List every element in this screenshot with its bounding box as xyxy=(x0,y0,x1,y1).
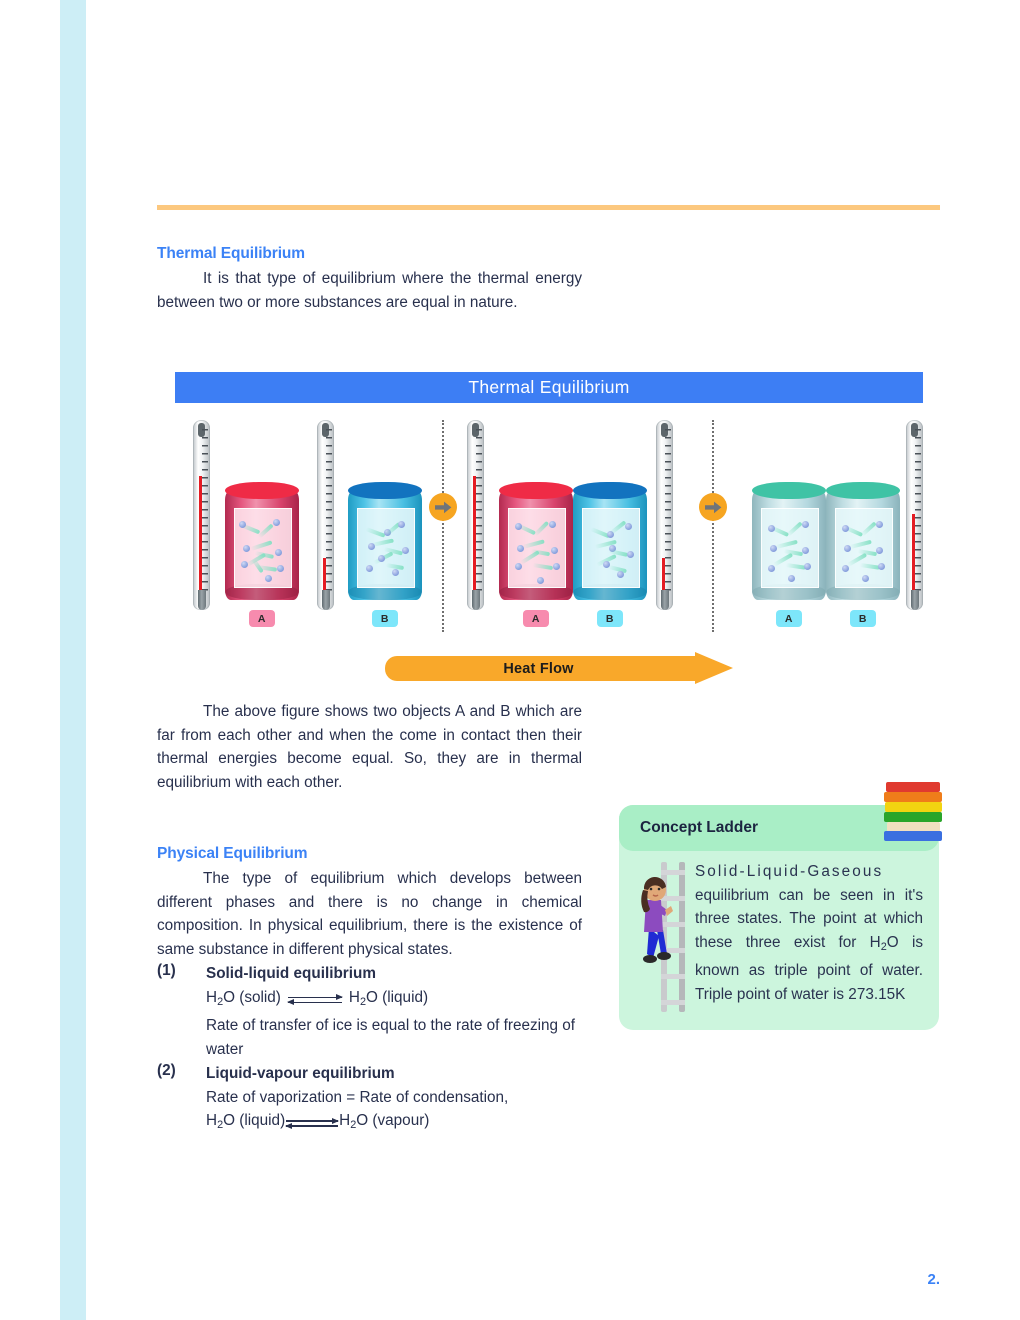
list-item: (1) Solid-liquid equilibrium H2O (solid)… xyxy=(157,962,582,1061)
top-horizontal-rule xyxy=(157,205,940,210)
item-title-1: Solid-liquid equilibrium xyxy=(206,965,376,982)
list-item: (2) Liquid-vapour equilibrium Rate of va… xyxy=(157,1062,582,1138)
container-a-panel1 xyxy=(225,482,299,600)
thermometer-panel3 xyxy=(906,420,923,610)
left-text-column: Thermal Equilibrium It is that type of e… xyxy=(157,245,582,314)
panel-divider-1 xyxy=(442,420,444,632)
heat-flow-arrowhead xyxy=(695,652,733,684)
equation-right-species: H2O (vapour) xyxy=(339,1112,430,1132)
concept-ladder-subscript: 2 xyxy=(880,940,887,953)
post-figure-paragraph: The above figure shows two objects A and… xyxy=(157,703,582,791)
item-number-1: (1) xyxy=(157,962,176,979)
panel-divider-2 xyxy=(712,420,714,632)
item-note-2: Rate of vaporization = Rate of condensat… xyxy=(206,1088,509,1106)
container-tag-a-panel2: A xyxy=(523,610,549,627)
right-arrow-icon xyxy=(704,501,721,513)
physical-equilibrium-heading: Physical Equilibrium xyxy=(157,845,308,862)
right-arrow-icon xyxy=(434,501,451,513)
container-tag-a-panel3: A xyxy=(776,610,802,627)
figure-stage: A xyxy=(175,420,923,645)
container-a-panel2 xyxy=(499,482,573,600)
person-climbing-ladder-icon xyxy=(633,862,691,1012)
concept-ladder-lead: Solid-Liquid-Gaseous xyxy=(695,863,884,880)
heat-flow-label: Heat Flow xyxy=(503,660,574,677)
equation-right-species: H2O (liquid) xyxy=(348,988,429,1008)
left-edge-stripe xyxy=(60,0,86,1320)
equation-left-species: H2O (liquid) xyxy=(206,1112,286,1132)
item-note-1: Rate of transfer of ice is equal to the … xyxy=(206,1017,576,1058)
thermometer-b-panel1 xyxy=(317,420,334,610)
item-number-2: (2) xyxy=(157,1062,176,1080)
concept-ladder-box: Concept Ladder xyxy=(619,782,942,1030)
heat-flow-arrow: Heat Flow xyxy=(385,652,733,685)
item-title-2: Liquid-vapour equilibrium xyxy=(206,1065,395,1083)
container-tag-b-panel3: B xyxy=(850,610,876,627)
post-figure-text-block: The above figure shows two objects A and… xyxy=(157,700,582,794)
container-a-panel3 xyxy=(752,482,826,600)
container-tag-b-panel2: B xyxy=(597,610,623,627)
thermometer-b-panel2 xyxy=(656,420,673,610)
reversible-arrow-icon xyxy=(285,1116,340,1130)
physical-equilibrium-block: Physical Equilibrium The type of equilib… xyxy=(157,845,582,1138)
figure-banner: Thermal Equilibrium xyxy=(175,372,923,403)
physical-equilibrium-paragraph: The type of equilibrium which develops b… xyxy=(157,870,582,958)
thermometer-a-panel2 xyxy=(467,420,484,610)
equation-liquid-vapour: H2O (liquid) H2O (vapour) xyxy=(206,1109,582,1138)
thermal-equilibrium-paragraph: It is that type of equilibrium where the… xyxy=(157,270,582,311)
equation-solid-liquid: H2O (solid) H2O (liquid) xyxy=(206,986,582,1015)
thermal-equilibrium-heading: Thermal Equilibrium xyxy=(157,245,305,262)
thermal-equilibrium-figure: Thermal Equilibrium xyxy=(175,372,923,687)
books-stack-icon xyxy=(884,782,946,842)
concept-ladder-tail: O is known as triple point of water. Tri… xyxy=(695,933,923,1003)
container-b-panel2 xyxy=(573,482,647,600)
page-number: 2. xyxy=(927,1271,940,1288)
figure-banner-title: Thermal Equilibrium xyxy=(468,377,630,397)
equation-left-species: H2O (solid) xyxy=(206,988,281,1008)
container-tag-a-panel1: A xyxy=(249,610,275,627)
container-b-panel3 xyxy=(826,482,900,600)
thermometer-a-panel1 xyxy=(193,420,210,610)
container-b-panel1 xyxy=(348,482,422,600)
concept-ladder-text: Solid-Liquid-Gaseous equilibrium can be … xyxy=(695,860,923,1006)
step-arrow-1 xyxy=(429,493,457,521)
concept-ladder-title: Concept Ladder xyxy=(640,819,758,836)
concept-ladder-body: equilibrium can be seen in it's three st… xyxy=(695,886,923,951)
reversible-arrow-icon xyxy=(286,993,343,1007)
container-tag-b-panel1: B xyxy=(372,610,398,627)
step-arrow-2 xyxy=(699,493,727,521)
